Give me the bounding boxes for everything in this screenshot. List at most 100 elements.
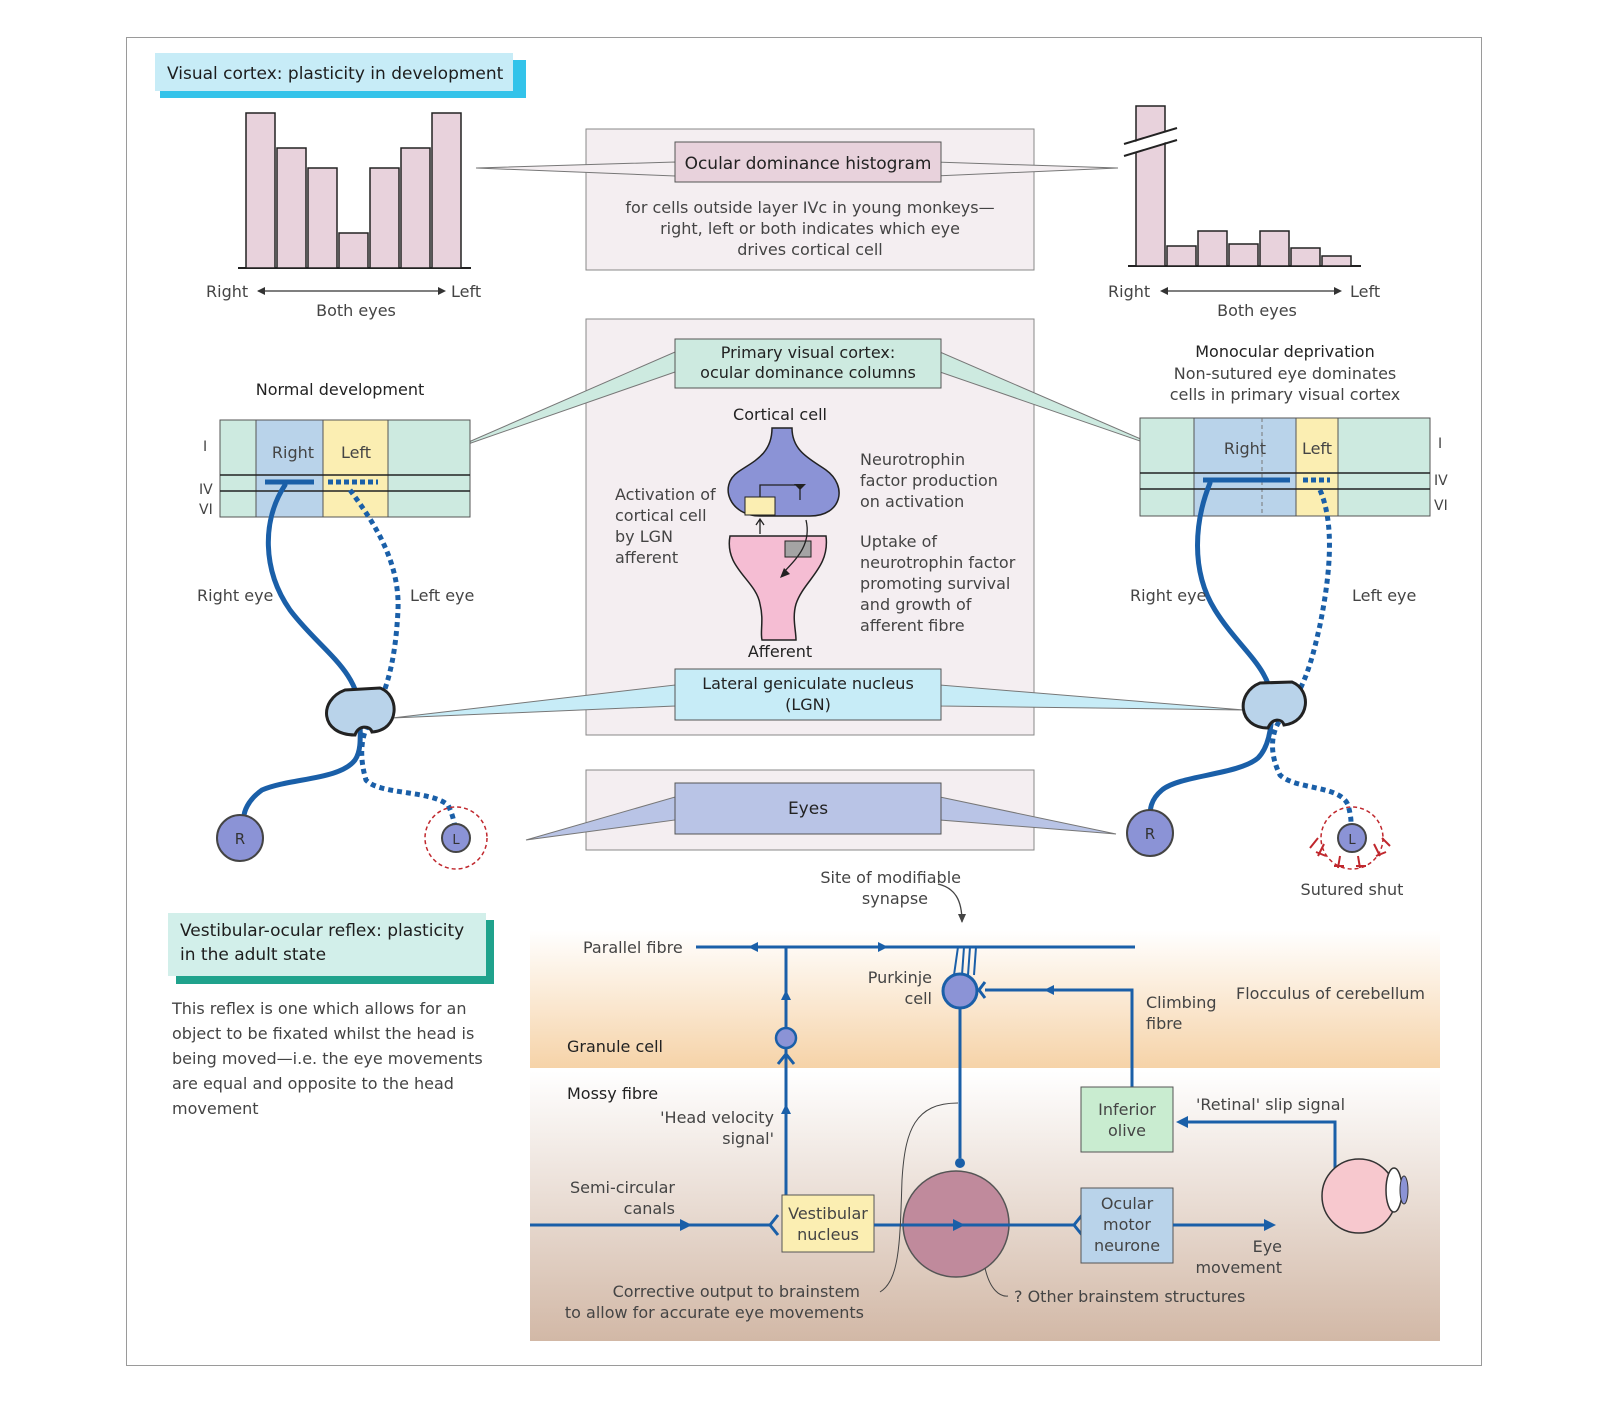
sutured-label: Sutured shut	[1301, 880, 1404, 899]
deprivation-title: Monocular deprivation	[1195, 342, 1374, 361]
histogram-caption-3: drives cortical cell	[737, 240, 882, 259]
uptake-path	[783, 519, 808, 573]
corrective-1: Corrective output to brainstem	[613, 1282, 860, 1301]
climbing-arrow	[1044, 985, 1054, 995]
histogram-bar-3	[1197, 230, 1228, 267]
histogram-bar-2	[276, 147, 307, 269]
normal-left-eye-ring	[424, 806, 488, 870]
eye-movement-1: Eye	[1253, 1237, 1282, 1256]
semi-circular-2: canals	[624, 1199, 675, 1218]
vor-title-box	[168, 913, 486, 976]
deprivation-left-col-label: Left	[1302, 439, 1332, 458]
afferent-terminal	[728, 535, 828, 641]
visual-title-box	[155, 53, 513, 91]
deprivation-right-eye-letter: R	[1145, 825, 1155, 843]
cortex-title-box	[674, 338, 942, 389]
purkinje-label-2: cell	[904, 989, 932, 1008]
histogram-left-axis: Right Left Both eyes	[206, 282, 481, 320]
uptake-5: afferent fibre	[860, 616, 965, 635]
ocular-motor-3: neurone	[1094, 1236, 1160, 1255]
head-velocity-2: signal'	[722, 1129, 774, 1148]
axis-arrowhead-right-end	[257, 287, 265, 295]
normal-pathway: R L Right eye Left eye	[197, 482, 488, 870]
uptake-1: Uptake of	[860, 532, 937, 551]
inferior-olive-1: Inferior	[1098, 1100, 1156, 1119]
deprivation-left-column	[1295, 417, 1339, 517]
hist-left-left-label: Left	[451, 282, 481, 301]
granule-cell	[774, 1026, 798, 1050]
figure-frame	[126, 37, 1482, 1366]
brainstem-arrow	[953, 1219, 965, 1231]
vestibular-box	[781, 1194, 875, 1253]
histogram-caption-1: for cells outside layer IVc in young mon…	[625, 198, 994, 217]
normal-right-col-label: Right	[272, 443, 314, 462]
deprivation-sub-1: Non-sutured eye dominates	[1174, 364, 1397, 383]
cortex-title-2: ocular dominance columns	[700, 363, 916, 382]
axis-break-mark	[1123, 127, 1178, 157]
purkinje-dendrites	[953, 946, 977, 976]
deprivation-right-col-label: Right	[1224, 439, 1266, 458]
axis-arrowhead-r-right-end	[1160, 287, 1168, 295]
wedge-hist-left	[475, 161, 676, 177]
histogram-bar-7	[1321, 255, 1352, 267]
uptake-arrow	[780, 568, 790, 578]
deprivation-right-eye	[1126, 809, 1174, 857]
normal-right-eye	[216, 814, 264, 862]
activation-3: by LGN	[615, 527, 673, 546]
production-2: factor production	[860, 471, 998, 490]
climbing-label-1: Climbing	[1146, 993, 1217, 1012]
eyeball	[1321, 1158, 1397, 1234]
eye-cornea	[1399, 1175, 1409, 1205]
purkinje-cell	[941, 972, 979, 1010]
neurotrophin-box	[784, 540, 812, 558]
lgn-title-2: (LGN)	[785, 695, 831, 714]
eyes-title: Eyes	[788, 799, 828, 819]
mossy-arrow-up-2	[781, 1104, 791, 1114]
normal-left-eye	[441, 823, 471, 853]
mossy-arrow-up-1	[781, 990, 791, 1000]
deprivation-right-eye-fibre	[1147, 480, 1275, 821]
histogram-bar-1	[245, 112, 276, 269]
deprivation-sub-2: cells in primary visual cortex	[1170, 385, 1401, 404]
uptake-3: promoting survival	[860, 574, 1010, 593]
hist-left-both-label: Both eyes	[316, 301, 396, 320]
brainstem-leader	[984, 1267, 1009, 1297]
histogram-bar-4	[1228, 243, 1259, 267]
climbing-label-2: fibre	[1146, 1014, 1182, 1033]
normal-right-column	[255, 419, 324, 518]
granule-synapse	[776, 1051, 796, 1065]
eyes-title-box	[674, 782, 942, 835]
visual-title-text: Visual cortex: plasticity in development	[167, 64, 504, 84]
purkinje-terminal	[955, 1158, 965, 1168]
signal-arrow-down	[794, 484, 806, 490]
signal-loop	[759, 484, 801, 500]
motor-synapse	[1072, 1214, 1084, 1236]
axis-arrowhead-left-end	[438, 287, 446, 295]
flocculus-label: Flocculus of cerebellum	[1236, 984, 1425, 1003]
climbing-fibre-line	[985, 988, 1134, 1087]
corrective-2: to allow for accurate eye movements	[565, 1303, 864, 1322]
normal-right-eye-letter: R	[235, 830, 245, 848]
histogram-right-axis: Right Left Both eyes	[1108, 282, 1380, 320]
deprivation-lgn-icon	[1241, 680, 1307, 730]
normal-right-eye-label: Right eye	[197, 586, 273, 605]
ocular-motor-box	[1080, 1187, 1174, 1264]
deprivation-right-eye-label: Right eye	[1130, 586, 1206, 605]
histogram-title-box	[674, 141, 942, 183]
site-pointer	[937, 883, 966, 923]
vestibular-synapse	[768, 1214, 780, 1236]
normal-cortex: Normal development Right Left I IV VI	[199, 380, 471, 518]
histogram-bar-6	[400, 147, 431, 269]
hist-right-left-label: Left	[1350, 282, 1380, 301]
deprivation-cortex: Monocular deprivation Non-sutured eye do…	[1139, 342, 1448, 517]
inferior-olive-2: olive	[1108, 1121, 1146, 1140]
histogram-right-chart	[1123, 105, 1361, 267]
cortical-cell-label: Cortical cell	[733, 405, 827, 424]
eye-movement-2: movement	[1195, 1258, 1282, 1277]
afferent-label: Afferent	[748, 642, 812, 661]
axis-break-gap	[1135, 131, 1166, 153]
histogram-bar-2	[1166, 245, 1197, 267]
retinal-slip-line	[1182, 1120, 1337, 1170]
synapse-illustration: Cortical cell Afferent Activation of cor…	[615, 405, 1016, 661]
